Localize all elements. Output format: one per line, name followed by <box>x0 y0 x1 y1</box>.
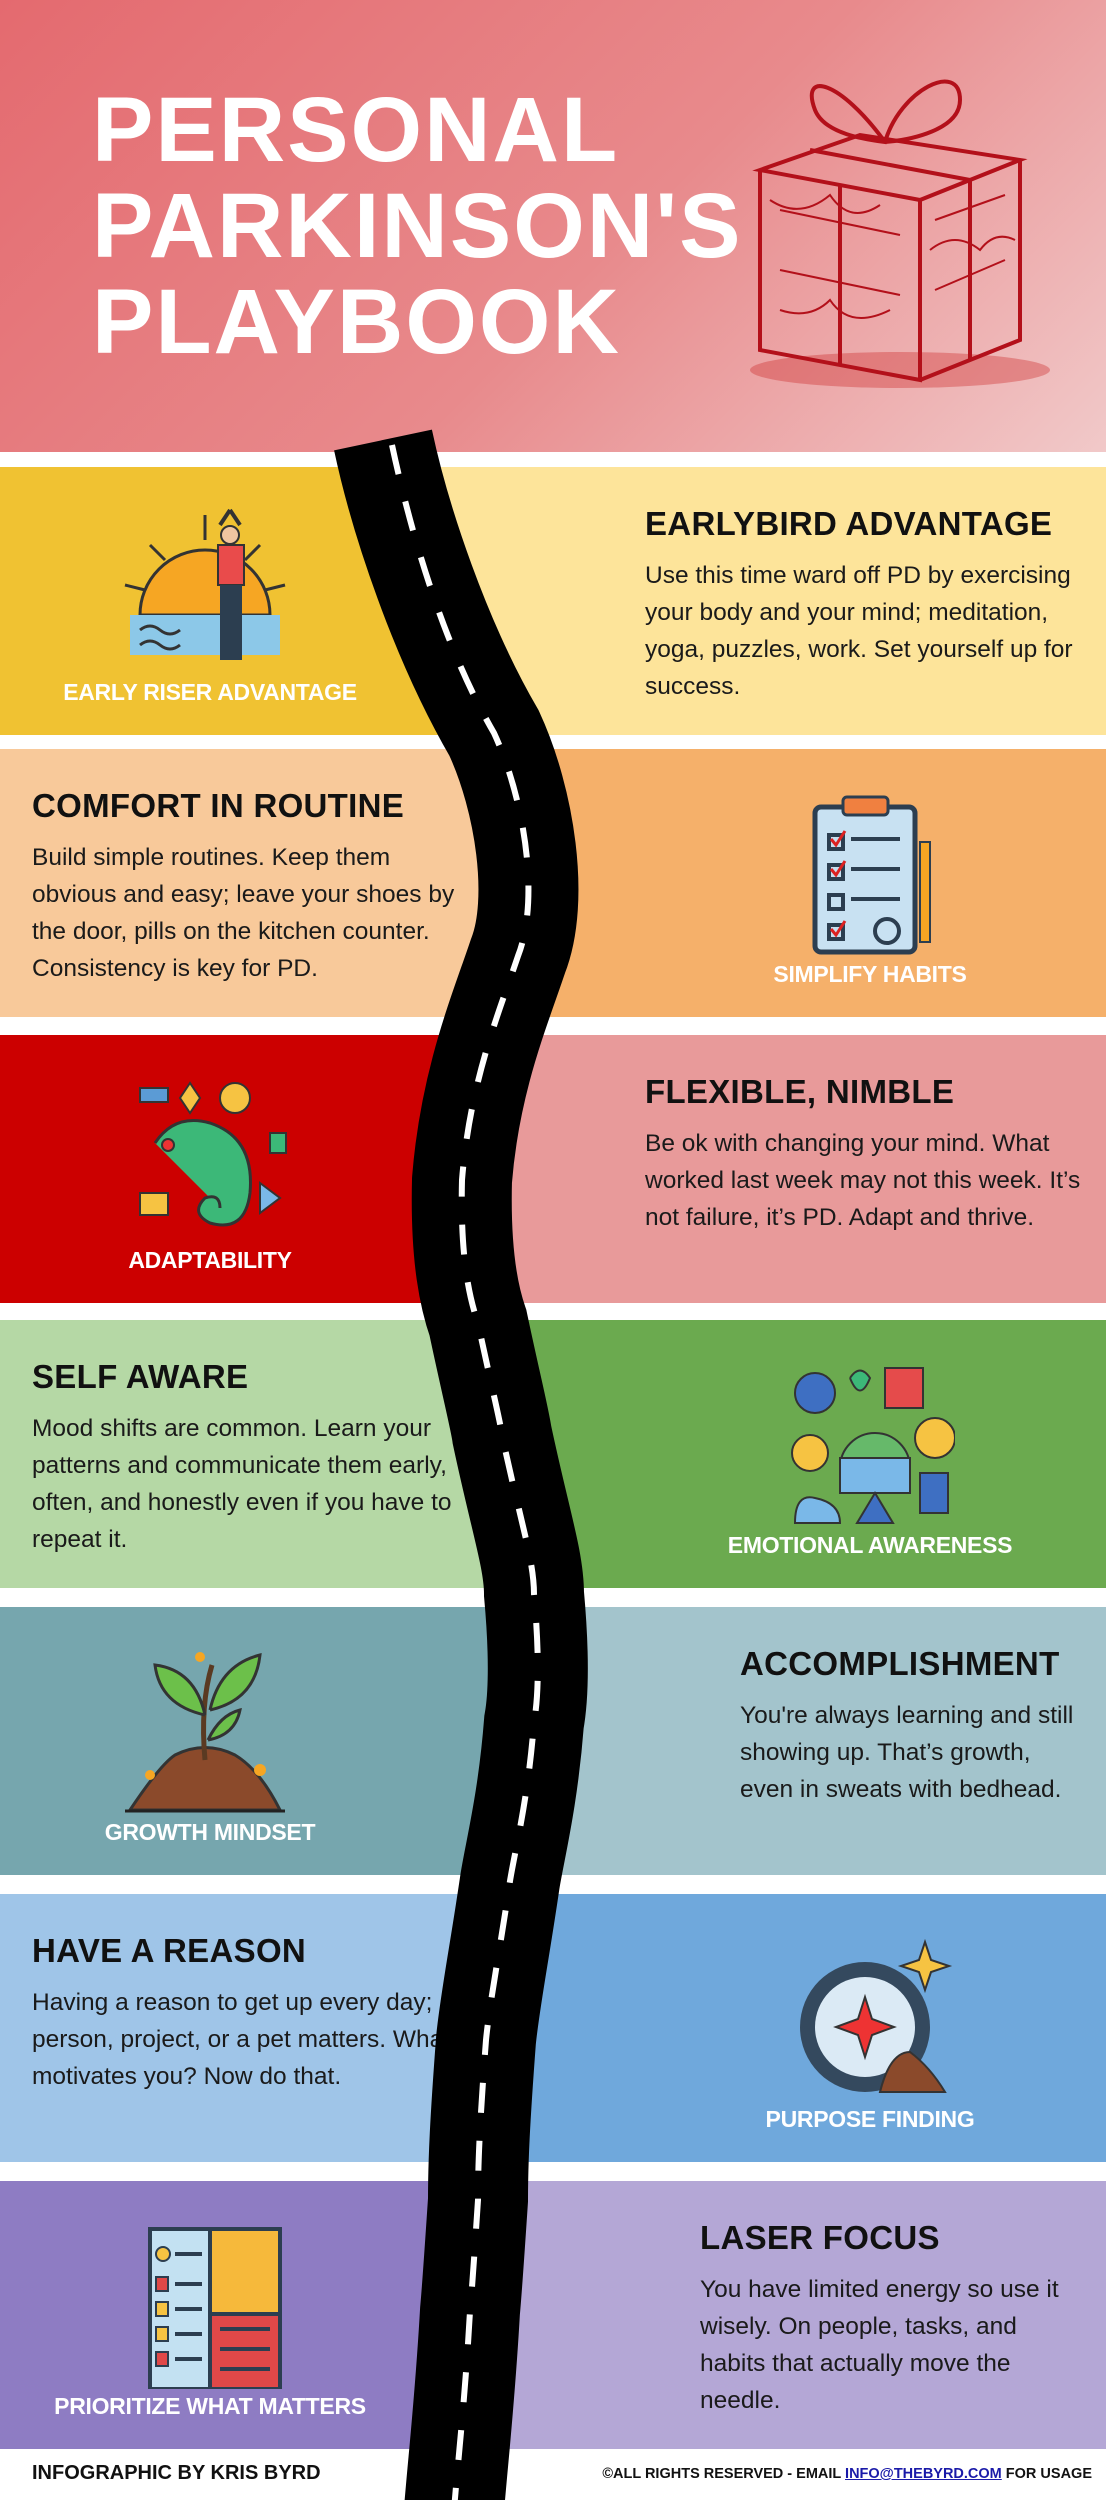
section-purpose-finding: HAVE A REASON Having a reason to get up e… <box>0 1894 1106 2162</box>
section-label: PURPOSE FINDING <box>765 2106 975 2132</box>
section-text: FLEXIBLE, NIMBLE Be ok with changing your… <box>645 1073 1081 1236</box>
section-heading: ACCOMPLISHMENT <box>740 1645 1060 1682</box>
section-heading: FLEXIBLE, NIMBLE <box>645 1073 955 1110</box>
section-label: EARLY RISER ADVANTAGE <box>63 679 357 705</box>
section-adaptability: FLEXIBLE, NIMBLE Be ok with changing your… <box>0 1035 1106 1303</box>
title-line: PERSONAL <box>92 79 620 181</box>
email-link[interactable]: INFO@THEBYRD.COM <box>845 2466 1002 2482</box>
title-line: PLAYBOOK <box>92 271 621 373</box>
section-emotional-awareness: SELF AWARE Mood shifts are common. Learn … <box>0 1320 1106 1588</box>
section-label: PRIORITIZE WHAT MATTERS <box>54 2393 366 2419</box>
section-text: ACCOMPLISHMENT You're always learning and… <box>740 1645 1081 1808</box>
section-body: Build simple routines. Keep them obvious… <box>32 844 455 982</box>
chameleon-icon <box>120 1073 290 1243</box>
section-text: HAVE A REASON Having a reason to get up e… <box>32 1932 472 2095</box>
section-right-panel <box>510 749 1106 1017</box>
title-line: PARKINSON'S <box>92 175 743 277</box>
emotions-cluster-icon <box>785 1358 956 1528</box>
footer-rights: ©ALL RIGHTS RESERVED - EMAIL INFO@THEBYR… <box>602 2466 1092 2482</box>
priority-list-icon <box>120 2219 290 2391</box>
section-label: ADAPTABILITY <box>128 1247 292 1273</box>
section-growth-mindset: ACCOMPLISHMENT You're always learning and… <box>0 1607 1106 1875</box>
section-label: SIMPLIFY HABITS <box>773 961 967 987</box>
clipboard-checklist-icon <box>785 787 955 957</box>
page-title: PERSONAL PARKINSON'S PLAYBOOK <box>92 82 742 370</box>
section-body: Mood shifts are common. Learn your patte… <box>32 1415 452 1553</box>
section-body: Having a reason to get up every day; a p… <box>32 1989 453 2090</box>
section-text: LASER FOCUS You have limited energy so us… <box>700 2219 1081 2419</box>
sprouting-plant-icon <box>120 1645 290 1815</box>
rights-text: ©ALL RIGHTS RESERVED - EMAIL <box>602 2466 846 2482</box>
section-heading: SELF AWARE <box>32 1358 249 1395</box>
header-banner: PERSONAL PARKINSON'S PLAYBOOK <box>0 0 1106 452</box>
section-right-panel <box>534 1607 1106 1875</box>
footer-credit: INFOGRAPHIC BY KRIS BYRD <box>32 2462 321 2484</box>
section-text: COMFORT IN ROUTINE Build simple routines.… <box>32 787 472 987</box>
section-heading: COMFORT IN ROUTINE <box>32 787 405 824</box>
gift-box-icon <box>750 79 1050 388</box>
section-body: You're always learning and still showing… <box>740 1702 1074 1803</box>
section-text: EARLYBIRD ADVANTAGE Use this time ward of… <box>645 505 1081 705</box>
sunrise-stretch-icon <box>120 505 290 675</box>
section-simplify-habits: COMFORT IN ROUTINE Build simple routines.… <box>0 749 1106 1017</box>
compass-icon <box>785 1932 955 2102</box>
section-body: Be ok with changing your mind. What work… <box>645 1130 1081 1231</box>
section-label: GROWTH MINDSET <box>104 1819 316 1845</box>
section-body: Use this time ward off PD by exercising … <box>645 562 1073 700</box>
section-body: You have limited energy so use it wisely… <box>700 2276 1059 2414</box>
section-heading: HAVE A REASON <box>32 1932 307 1969</box>
section-heading: EARLYBIRD ADVANTAGE <box>645 505 1053 542</box>
section-label: EMOTIONAL AWARENESS <box>727 1532 1013 1558</box>
section-heading: LASER FOCUS <box>700 2219 940 2256</box>
section-early-riser-advantage: EARLYBIRD ADVANTAGE Use this time ward of… <box>0 467 1106 735</box>
rights-suffix: FOR USAGE <box>1001 2466 1092 2482</box>
section-text: SELF AWARE Mood shifts are common. Learn … <box>32 1358 472 1558</box>
section-prioritize-what-matters: LASER FOCUS You have limited energy so us… <box>0 2181 1106 2449</box>
